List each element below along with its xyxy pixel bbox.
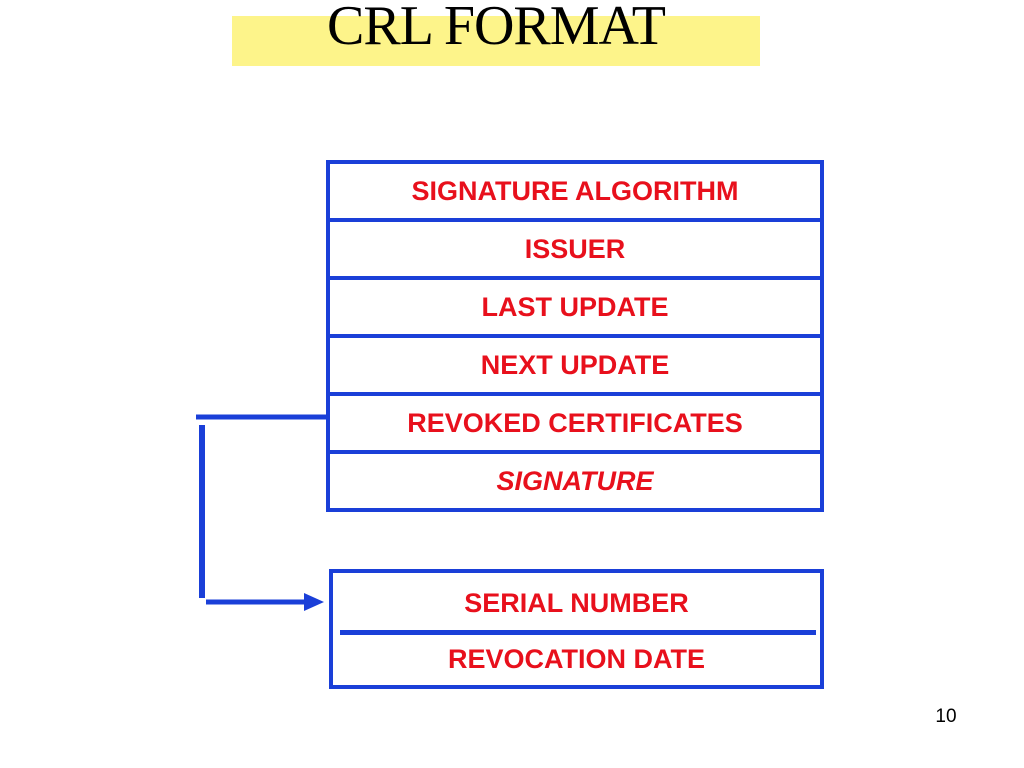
crl-field-last-update: LAST UPDATE — [330, 280, 820, 338]
slide-title: CRL FORMAT — [326, 0, 666, 57]
crl-field-signature: SIGNATURE — [496, 465, 654, 496]
title-highlight — [232, 16, 760, 66]
connector-arrowhead — [304, 593, 324, 611]
crl-field-issuer: ISSUER — [330, 222, 820, 280]
crl-field-signature-algorithm: SIGNATURE ALGORITHM — [330, 164, 820, 222]
revoked-entry-box: SERIAL NUMBER REVOCATION DATE — [329, 569, 824, 689]
page-number: 10 — [935, 706, 957, 727]
entry-field-revocation-date: REVOCATION DATE — [447, 643, 705, 674]
entry-field-serial-number: SERIAL NUMBER — [464, 587, 689, 618]
crl-field-next-update: NEXT UPDATE — [330, 338, 820, 396]
crl-structure-box: SIGNATURE ALGORITHM ISSUER LAST UPDATE N… — [326, 160, 824, 512]
crl-field-revoked-certificates: REVOKED CERTIFICATES — [330, 396, 820, 454]
entry-divider — [340, 630, 816, 635]
